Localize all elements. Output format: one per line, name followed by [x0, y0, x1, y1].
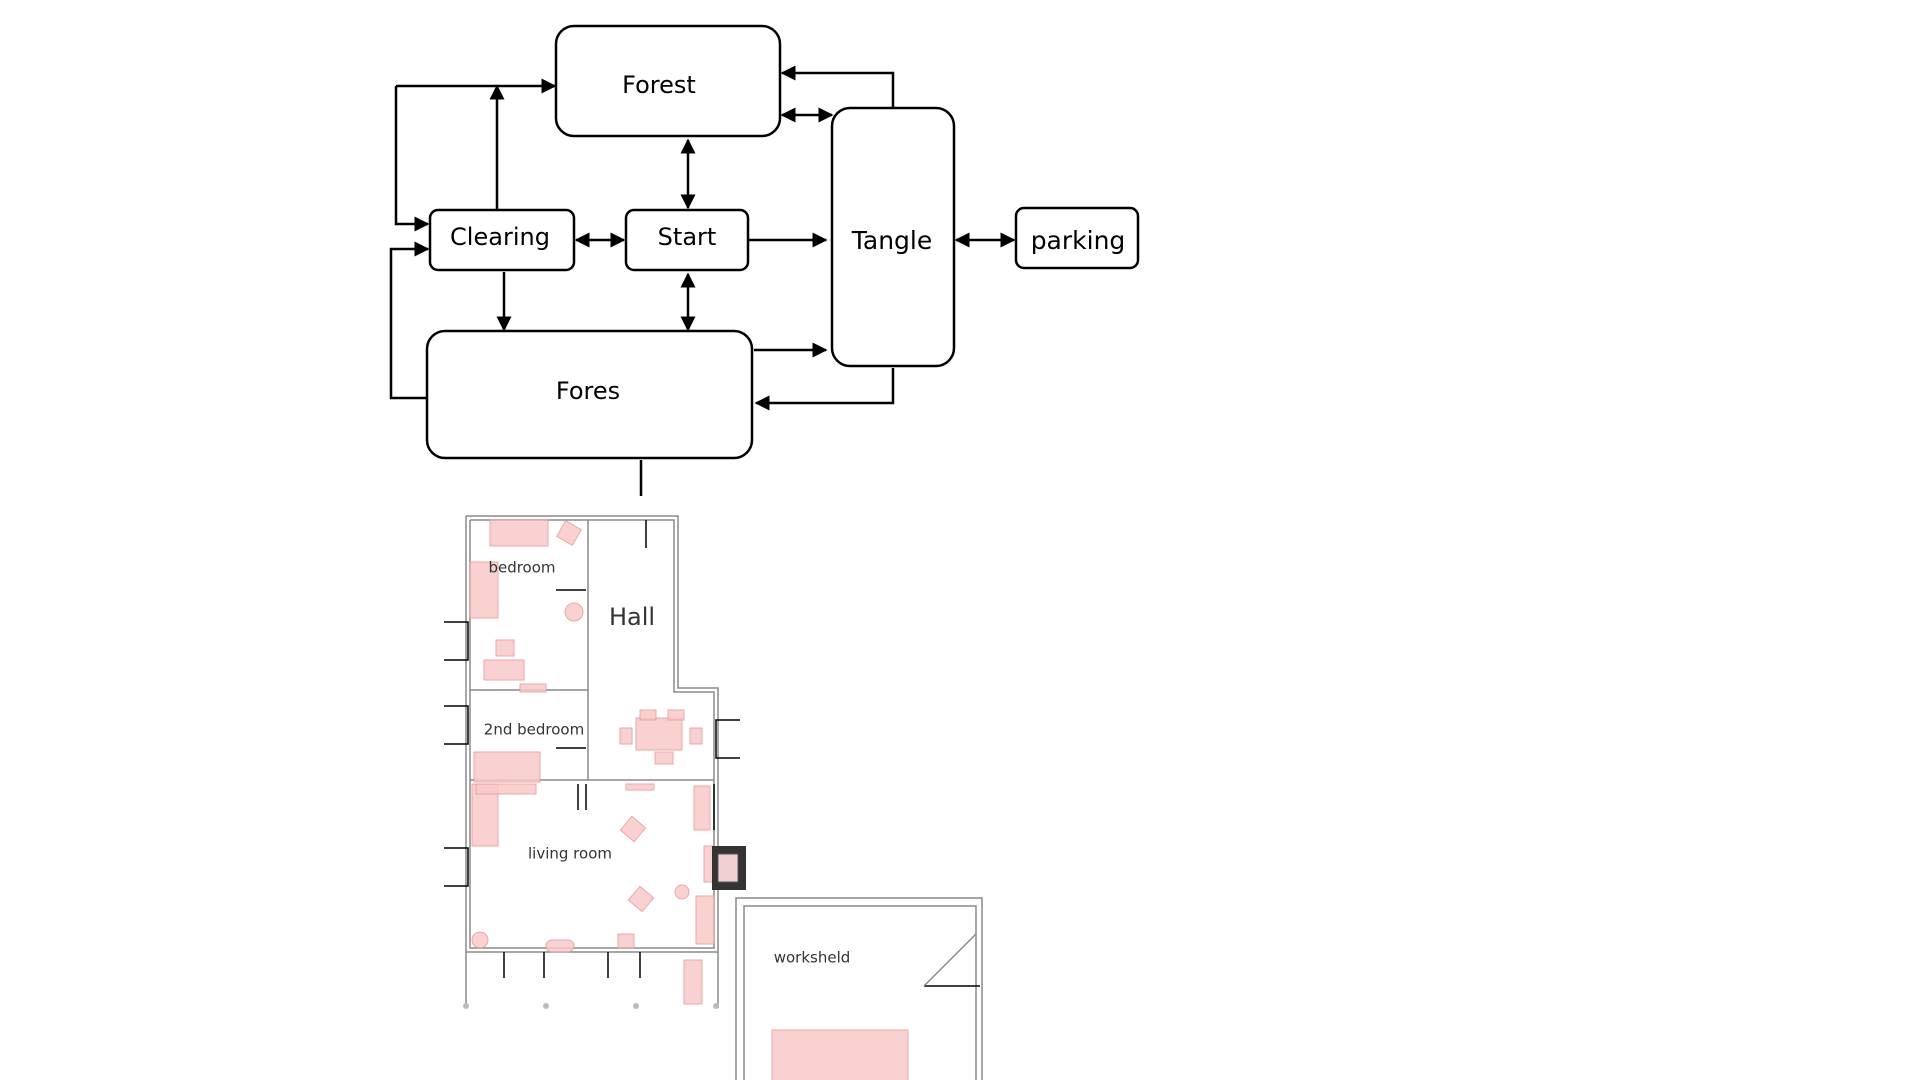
dining-chair-2	[667, 709, 685, 721]
bed-headboard	[489, 519, 549, 547]
dining-table	[635, 717, 683, 751]
edge-fores-clearing	[389, 241, 430, 400]
stool-living	[617, 933, 635, 949]
bed-2nd-bedroom	[473, 751, 541, 783]
shelf-bedroom	[519, 683, 547, 693]
node-clearing-label: Clearing	[450, 223, 550, 251]
fireplace	[712, 846, 746, 890]
node-forest-top-label: Forest	[622, 71, 696, 99]
windows-left	[444, 621, 740, 887]
porch-pillar-3	[633, 1003, 639, 1009]
sofa-back	[475, 783, 537, 795]
stool-bedroom	[495, 639, 515, 657]
room-label-workshed: worksheld	[774, 949, 851, 967]
floorplan: bedroom Hall 2nd bedroom living room	[444, 515, 746, 1009]
workbench	[771, 1029, 909, 1080]
dining-chair-3	[619, 727, 633, 745]
doors	[556, 520, 715, 830]
chair-bedroom	[556, 520, 582, 546]
workshed-door-swing	[923, 933, 977, 987]
window-left-1	[444, 621, 469, 661]
porch-pillar-4	[713, 1003, 719, 1009]
desk-bedroom	[483, 659, 525, 681]
room-label-hall: Hall	[609, 603, 655, 631]
fireplace-hearth	[717, 853, 739, 883]
dresser-bedroom	[469, 561, 499, 619]
bench	[545, 939, 575, 953]
window-left-2	[444, 705, 469, 745]
house-outer-wall-inner	[469, 519, 715, 949]
furniture	[469, 519, 715, 1005]
edge-tangle-forest-top	[780, 65, 895, 108]
room-label-living-room: living room	[528, 845, 612, 863]
porch-pillar-2	[543, 1003, 549, 1009]
node-parking[interactable]: parking	[1014, 206, 1140, 270]
plant-left	[471, 931, 489, 949]
porch	[463, 952, 719, 1009]
dining-chair-4	[689, 727, 703, 745]
room-label-2nd-bedroom: 2nd bedroom	[484, 721, 584, 739]
node-clearing[interactable]: Clearing	[428, 208, 576, 272]
node-fores-bottom[interactable]: Fores	[425, 329, 754, 460]
node-fores-bottom-label: Fores	[556, 377, 620, 405]
cabinet-bottom	[695, 895, 715, 945]
porch-bench	[683, 959, 703, 1005]
edge-left-loop-clearing	[394, 86, 430, 232]
workshed-outer-wall	[735, 897, 983, 1080]
window-right-dining	[715, 719, 740, 759]
armchair-1	[619, 815, 647, 843]
node-tangle-label: Tangle	[851, 226, 933, 255]
window-left-3	[444, 847, 469, 887]
cabinet-right	[693, 785, 711, 831]
node-forest-top[interactable]: Forest	[554, 24, 782, 138]
room-label-bedroom: bedroom	[488, 559, 555, 577]
dining-chair-1	[639, 709, 657, 721]
node-start[interactable]: Start	[624, 208, 750, 272]
node-tangle[interactable]: Tangle	[830, 106, 956, 368]
workshed: worksheld	[735, 897, 983, 1080]
dining-chair-5	[654, 751, 674, 765]
node-parking-label: parking	[1031, 226, 1126, 255]
edge-tangle-fores	[754, 368, 895, 411]
armchair-2	[627, 885, 655, 913]
sideboard	[625, 783, 655, 791]
side-table	[674, 884, 690, 900]
workshed-inner-wall	[743, 905, 977, 1080]
node-start-label: Start	[658, 223, 717, 251]
round-table-bedroom	[564, 602, 584, 622]
flowchart-edges	[389, 65, 1016, 496]
porch-pillar-1	[463, 1003, 469, 1009]
